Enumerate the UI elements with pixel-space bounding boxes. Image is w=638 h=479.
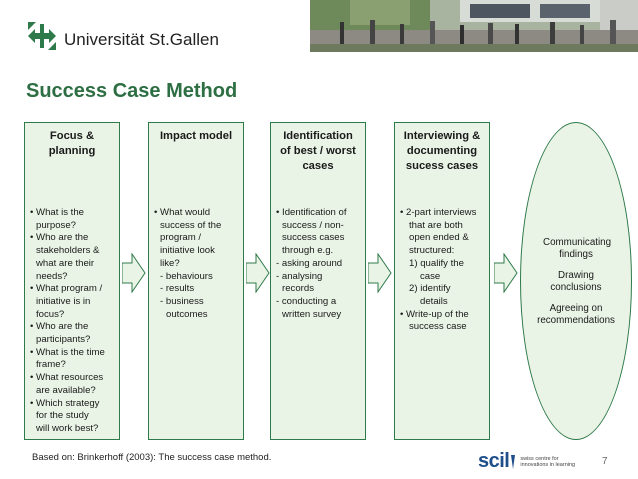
body-line: initiative is in (36, 295, 91, 307)
page-number: 7 (602, 456, 608, 467)
identification-box: Identification of best / worst cases • I… (270, 122, 366, 440)
body-line: open ended & (409, 232, 469, 244)
body-line: initiative look (160, 245, 215, 257)
outcomes-oval: Communicating findings Drawing conclusio… (520, 122, 632, 440)
oval-item: Drawing conclusions (550, 270, 602, 293)
body-line: - analysing (276, 270, 323, 282)
header: Universität St.Gallen (0, 0, 638, 58)
body-line: records (282, 283, 314, 295)
body-line: that are both (409, 219, 463, 231)
oval-text: Communicating findings Drawing conclusio… (521, 237, 631, 336)
body-line: success / non- (282, 219, 344, 231)
body-line: • Who are the (30, 232, 89, 244)
body-line: participants? (36, 334, 91, 346)
body-line: what are their (36, 257, 95, 269)
body-line: details (420, 295, 448, 307)
body-line: purpose? (36, 219, 77, 231)
body-line: • What resources (30, 372, 104, 384)
heading-line: cases (302, 160, 334, 172)
col-heading: Interviewing & documenting sucess cases (395, 129, 489, 174)
col-heading: Impact model (149, 129, 243, 144)
body-line: like? (160, 257, 180, 269)
body-line: will work best? (36, 422, 99, 434)
heading-line: documenting (406, 145, 478, 157)
body-line: - results (160, 283, 195, 295)
scil-subtitle: swiss centre for innovations in learning (520, 455, 576, 468)
arrow-right-icon (494, 253, 518, 293)
arrow-right-icon (246, 253, 270, 293)
body-line: 2) identify (409, 283, 451, 295)
citation: Based on: Brinkerhoff (2003): The succes… (32, 452, 272, 463)
body-line: for the study (36, 410, 89, 422)
scil-mark-icon (511, 454, 516, 469)
arrow-right-icon (122, 253, 146, 293)
hsg-logo-icon (26, 20, 58, 52)
body-line: - conducting a (276, 295, 337, 307)
body-line: - business (160, 295, 204, 307)
col-heading: Identification of best / worst cases (271, 129, 365, 174)
heading-line: sucess cases (405, 160, 479, 172)
body-line: stakeholders & (36, 245, 100, 257)
col-heading: Focus & planning (25, 129, 119, 159)
heading-line: Identification (283, 130, 353, 142)
body-line: structured: (409, 245, 455, 257)
body-line: through e.g. (282, 245, 334, 257)
heading-line: Interviewing & (403, 130, 481, 142)
body-line: focus? (36, 308, 65, 320)
col-body: • Identification of success / non- succe… (276, 207, 364, 321)
oval-item: Agreeing on recommendations (537, 303, 615, 326)
oval-item: Communicating findings (543, 237, 612, 260)
body-line: success case (409, 321, 467, 333)
body-line: are available? (36, 384, 96, 396)
body-line: • What would (154, 207, 211, 218)
col-body: • 2-part interviews that are both open e… (400, 207, 488, 334)
body-line: case (420, 270, 441, 282)
scil-wordmark: scil (478, 450, 510, 472)
body-line: • What is the (30, 207, 85, 218)
slide-title: Success Case Method (26, 80, 238, 102)
body-line: success cases (282, 232, 345, 244)
body-line: - asking around (276, 257, 343, 269)
interviewing-box: Interviewing & documenting sucess cases … (394, 122, 490, 440)
body-line: • 2-part interviews (400, 207, 477, 218)
body-line: - behaviours (160, 270, 213, 282)
scil-logo: scil swiss centre for innovations in lea… (478, 450, 576, 473)
col-body: • What would success of the program / in… (154, 207, 242, 321)
focus-planning-box: Focus & planning • What is the purpose? … (24, 122, 120, 440)
body-line: • Write-up of the (400, 308, 469, 320)
heading-line: of best / worst (280, 145, 356, 157)
heading-line: Focus & (49, 130, 95, 142)
arrow-right-icon (368, 253, 392, 293)
body-line: written survey (282, 308, 342, 320)
body-line: needs? (36, 270, 68, 282)
heading-line: planning (48, 145, 96, 157)
body-line: frame? (36, 359, 66, 371)
body-line: • Who are the (30, 321, 89, 333)
col-body: • What is the purpose? • Who are the sta… (30, 207, 118, 436)
campus-photo (310, 0, 638, 52)
body-line: • Identification of (276, 207, 347, 218)
impact-model-box: Impact model • What would success of the… (148, 122, 244, 440)
body-line: • What program / (30, 283, 103, 295)
body-line: • Which strategy (30, 397, 100, 409)
body-line: outcomes (166, 308, 208, 320)
body-line: 1) qualify the (409, 257, 464, 269)
hsg-logo (26, 20, 58, 52)
heading-line: Impact model (159, 130, 233, 142)
body-line: • What is the time (30, 346, 105, 358)
university-name: Universität St.Gallen (64, 30, 219, 49)
body-line: program / (160, 232, 202, 244)
body-line: success of the (160, 219, 222, 231)
